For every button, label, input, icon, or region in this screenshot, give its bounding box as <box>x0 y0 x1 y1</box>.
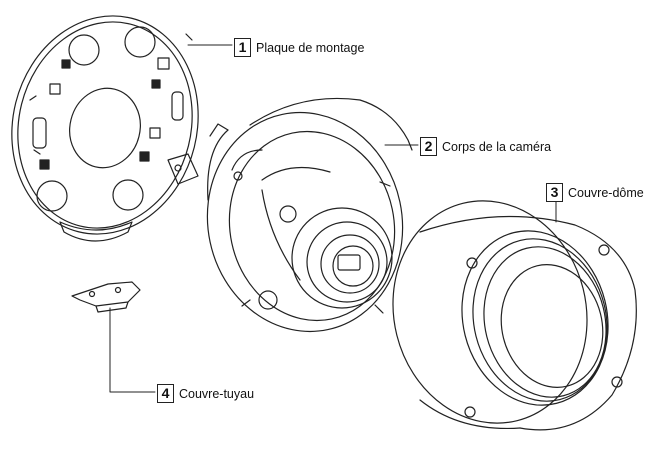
callout-label: Plaque de montage <box>256 40 365 55</box>
callout-number: 4 <box>157 384 174 403</box>
callout-pipe-cover: 4 Couvre-tuyau <box>157 384 254 403</box>
callout-label: Corps de la caméra <box>442 139 552 154</box>
callout-label: Couvre-dôme <box>568 185 644 200</box>
callout-label: Couvre-tuyau <box>179 386 255 401</box>
callout-number: 2 <box>420 137 437 156</box>
leader-lines <box>109 44 557 393</box>
callout-number: 1 <box>234 38 251 57</box>
callout-dome-cover: 3 Couvre-dôme <box>546 183 644 202</box>
callout-mounting-plate: 1 Plaque de montage <box>234 38 364 57</box>
callout-camera-body: 2 Corps de la caméra <box>420 137 551 156</box>
camera-body <box>206 97 413 333</box>
callout-number: 3 <box>546 183 563 202</box>
leader-line-4 <box>109 307 156 393</box>
dome-cover <box>392 200 637 431</box>
pipe-cover <box>71 281 141 313</box>
mounting-plate <box>11 15 199 242</box>
